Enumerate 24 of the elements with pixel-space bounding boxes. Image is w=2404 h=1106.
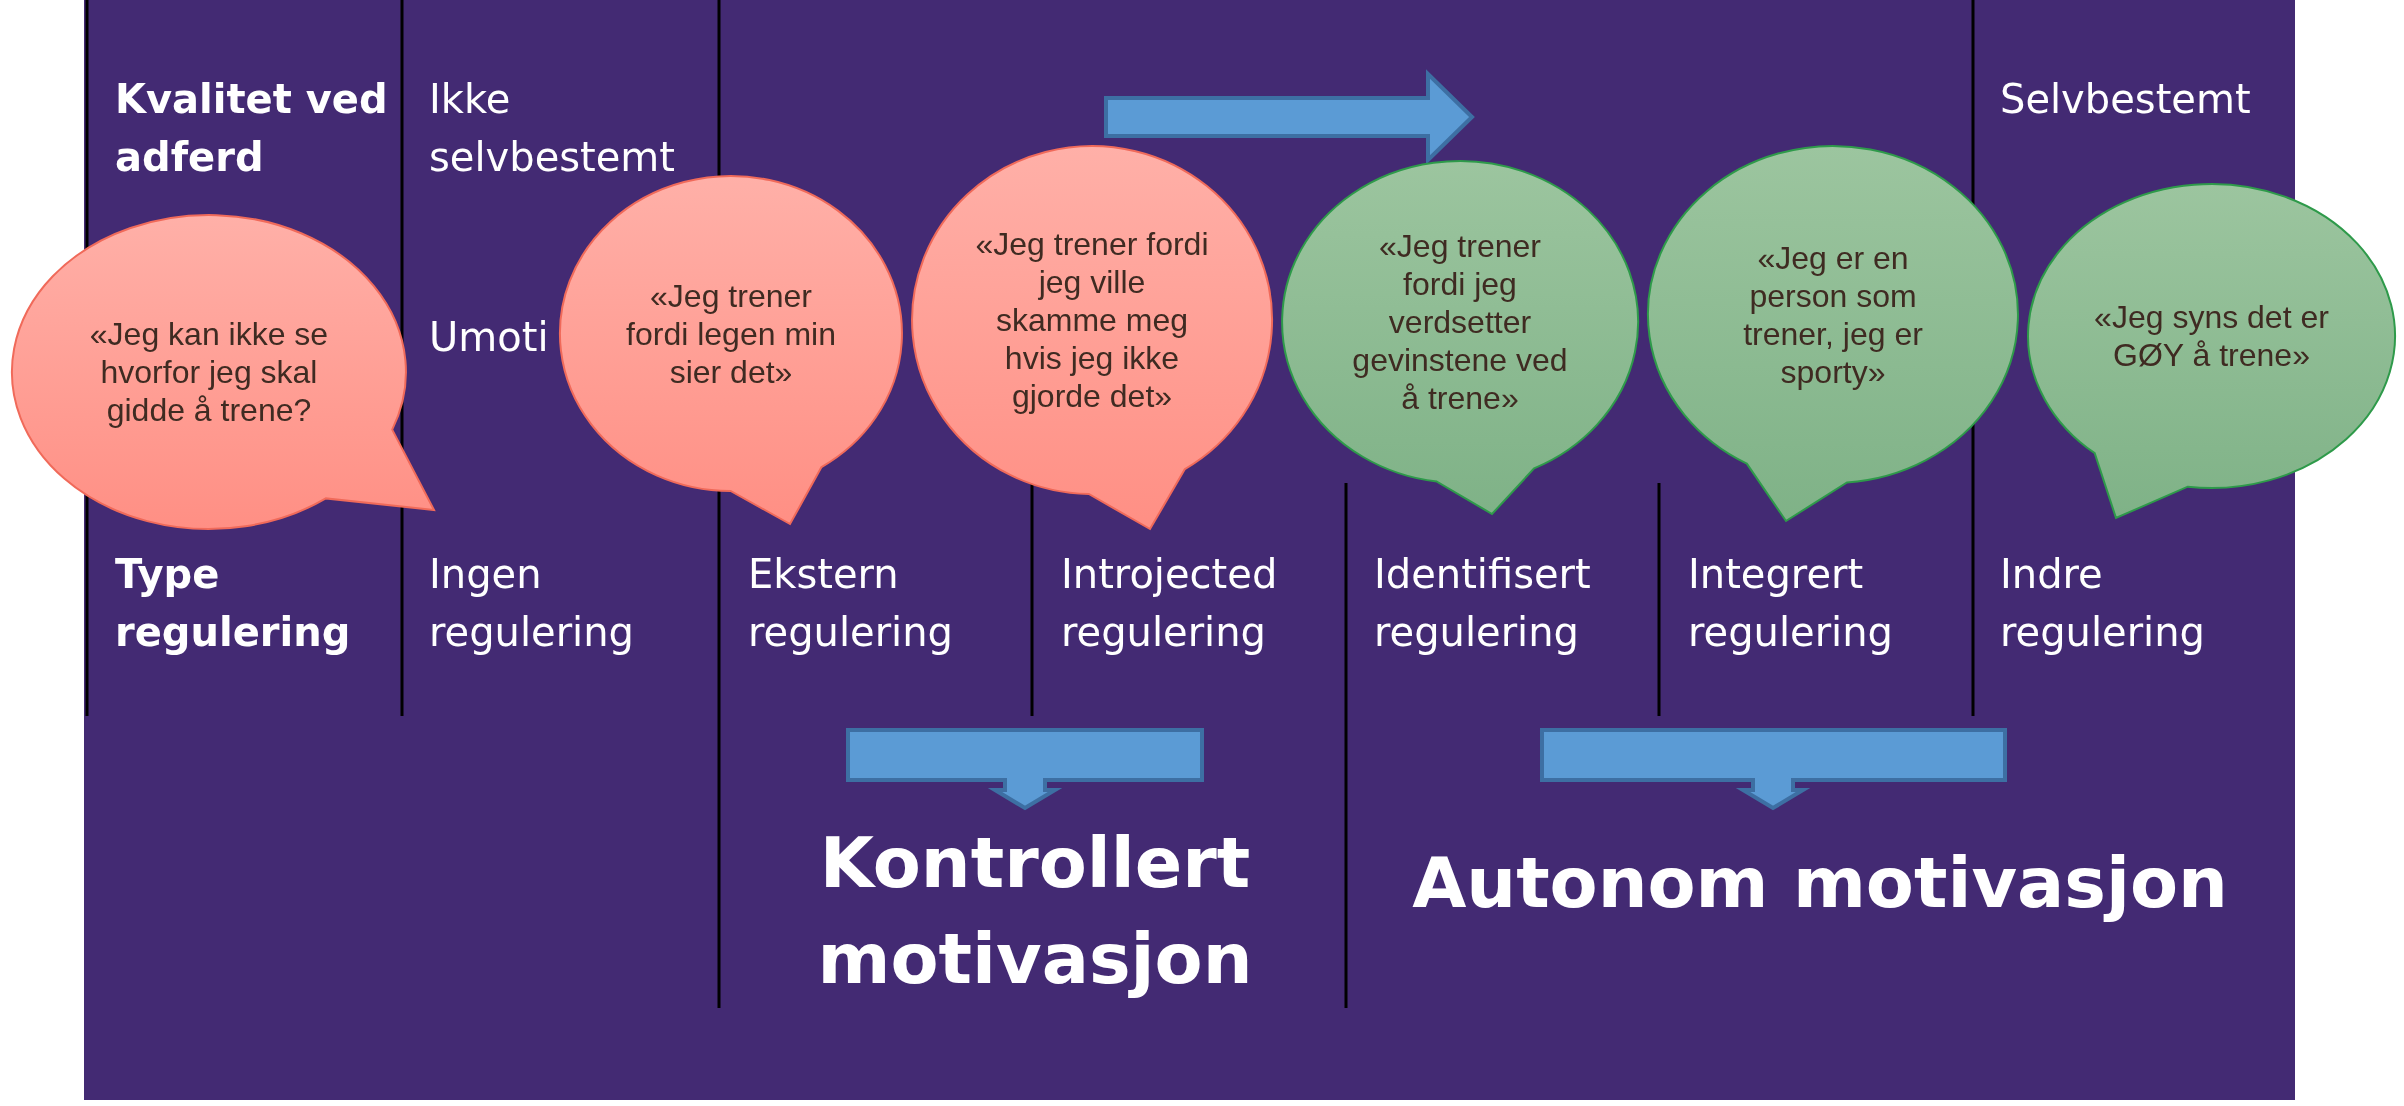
cell-text: Identifisert regulering bbox=[1374, 550, 1592, 657]
group-heading: Autonom motivasjon bbox=[1411, 841, 2229, 926]
speech-bubble bbox=[909, 143, 1275, 532]
row-heading: Type regulering bbox=[115, 550, 352, 657]
cell-text: Ikke selvbestemt bbox=[429, 75, 676, 182]
cell-text: Integrert regulering bbox=[1688, 550, 1894, 657]
quote-text: «Jeg trener fordi jeg ville skamme meg hvis jeg ikke gjorde det» bbox=[975, 225, 1209, 415]
cell-text: Indre regulering bbox=[2000, 550, 2206, 657]
speech-bubble bbox=[557, 173, 905, 527]
row-heading: Kvalitet ved adferd bbox=[115, 75, 389, 182]
speech-bubble bbox=[1279, 158, 1641, 517]
group-heading: Kontrollert motivasjon bbox=[816, 821, 1254, 1002]
cell-text: Selvbestemt bbox=[2000, 75, 2252, 124]
speech-bubble bbox=[1645, 143, 2021, 524]
cell-text: Umoti bbox=[429, 313, 550, 362]
cell-text: Ingen regulering bbox=[429, 550, 635, 657]
quote-text: «Jeg trener fordi jeg verdsetter gevinstene ved å trene» bbox=[1351, 227, 1569, 417]
quote-text: «Jeg trener fordi legen min sier det» bbox=[625, 276, 837, 391]
speech-bubble bbox=[2025, 181, 2398, 521]
quote-text: «Jeg er en person som trener, jeg er sporty» bbox=[1742, 238, 1924, 391]
quote-text: «Jeg kan ikke se hvorfor jeg skal gidde å trene? bbox=[88, 315, 330, 429]
cell-text: Introjected regulering bbox=[1061, 550, 1279, 657]
quote-text: «Jeg syns det er GØY å trene» bbox=[2093, 298, 2330, 374]
cell-text: Ekstern regulering bbox=[748, 550, 954, 657]
